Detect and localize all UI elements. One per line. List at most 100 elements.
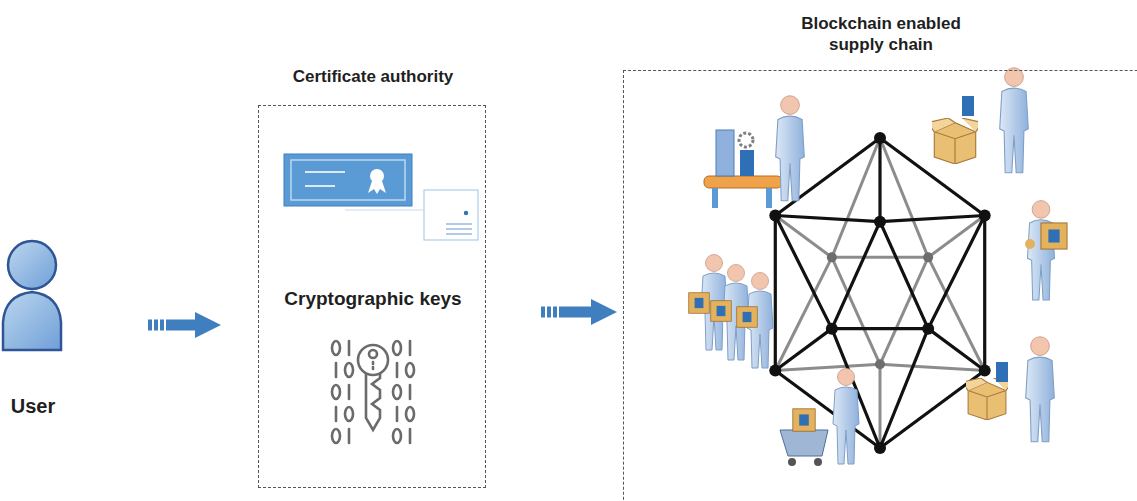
key-icon <box>393 429 401 443</box>
blockchain-network <box>827 252 837 262</box>
supply-chain-figures <box>712 188 718 208</box>
key-icon <box>332 341 414 443</box>
user-label: User <box>0 394 66 419</box>
supply-chain-figures <box>927 118 982 164</box>
supply-chain-figures <box>737 307 758 328</box>
group-heading: Blockchain enabled supply chain <box>781 13 981 56</box>
key-icon <box>369 350 377 358</box>
supply-chain-figures <box>739 133 753 147</box>
blockchain-network <box>774 216 777 371</box>
certificate-icon <box>446 223 472 224</box>
key-icon <box>348 429 351 443</box>
supply-chain-figures <box>814 458 822 466</box>
block-arrow <box>541 307 596 318</box>
supply-chain-figures <box>962 96 974 116</box>
certificate-icon <box>305 185 335 187</box>
group-text: Cryptographic keys <box>259 287 487 311</box>
blockchain-network <box>922 323 934 335</box>
certificate-icon <box>291 160 405 200</box>
blockchain-network <box>832 256 928 259</box>
blockchain-network <box>769 365 781 377</box>
blockchain-network <box>928 329 985 371</box>
blockchain-network <box>979 210 991 222</box>
user-icon <box>3 241 61 350</box>
supply-chain-figures <box>996 362 1008 382</box>
blockchain-network <box>879 364 882 448</box>
blockchain-network <box>875 359 885 369</box>
supply-chain-figures <box>716 130 734 176</box>
blockchain-network <box>775 216 880 222</box>
supply-chain-figures <box>833 369 859 465</box>
certificate-icon <box>464 211 468 215</box>
supply-chain-figures <box>689 293 710 314</box>
key-icon <box>345 363 353 377</box>
supply-chain-figures <box>780 430 828 456</box>
key-icon <box>335 407 338 421</box>
key-icon <box>332 341 414 443</box>
group-heading: Certificate authority <box>259 66 487 87</box>
key-icon <box>332 341 340 355</box>
block-arrow <box>148 320 200 331</box>
certificate-icon <box>305 171 345 173</box>
blockchain-network <box>775 216 832 258</box>
blockchain-network <box>775 364 880 370</box>
blockchain-network <box>923 252 933 262</box>
user-node: User <box>0 228 66 428</box>
key-icon <box>348 341 351 355</box>
blockchain-network <box>769 132 990 454</box>
supply-chain-figures <box>766 188 772 208</box>
blockchain-network <box>880 364 985 370</box>
certificate-icon <box>368 181 386 194</box>
blockchain-network <box>878 138 881 222</box>
supply-chain-figures <box>711 301 732 322</box>
key-icon <box>348 385 351 399</box>
key-icon <box>409 341 412 355</box>
blockchain-network <box>832 222 880 329</box>
key-icon <box>332 429 340 443</box>
blockchain-network <box>775 329 832 371</box>
supply-chain-figures <box>788 458 796 466</box>
certificate-icon <box>345 210 424 211</box>
blockchain-network <box>983 216 986 371</box>
group-box: Certificate authorityCryptographic keys <box>258 105 486 488</box>
supply-chain-figures <box>689 68 1067 466</box>
supply-chain-figures <box>962 378 1012 420</box>
supply-chain-figures <box>1027 201 1054 300</box>
supply-chain-figures <box>1025 239 1035 249</box>
key-icon <box>396 363 399 377</box>
key-icon <box>396 407 399 421</box>
blockchain-network <box>832 327 928 330</box>
key-icon <box>335 363 338 377</box>
supply-chain-figures <box>776 96 805 201</box>
blockchain-network <box>769 210 781 222</box>
blockchain-network <box>928 216 985 329</box>
blockchain-network <box>880 222 928 329</box>
blockchain-network <box>880 216 985 222</box>
key-icon <box>345 407 353 421</box>
certificate-icon <box>446 233 472 234</box>
key-icon <box>406 407 414 421</box>
supply-chain-figures <box>1000 68 1029 173</box>
key-icon <box>409 385 412 399</box>
key-icon <box>372 362 375 372</box>
supply-chain-figures <box>793 409 815 431</box>
key-icon <box>409 429 412 443</box>
key-icon <box>332 385 340 399</box>
blockchain-network <box>874 442 886 454</box>
key-icon <box>393 341 401 355</box>
certificate-icon <box>424 190 478 240</box>
user-icon <box>8 241 56 289</box>
user-icon <box>3 292 61 350</box>
blockchain-network <box>826 323 838 335</box>
certificate-icon <box>284 154 412 206</box>
blockchain-network <box>928 216 985 258</box>
key-icon <box>406 363 414 377</box>
certificate-icon <box>370 169 384 183</box>
blockchain-network <box>874 216 886 228</box>
key-icon <box>393 385 401 399</box>
certificate-icon <box>446 228 472 229</box>
group-box: Blockchain enabled supply chain <box>623 70 1137 501</box>
blockchain-network <box>979 365 991 377</box>
